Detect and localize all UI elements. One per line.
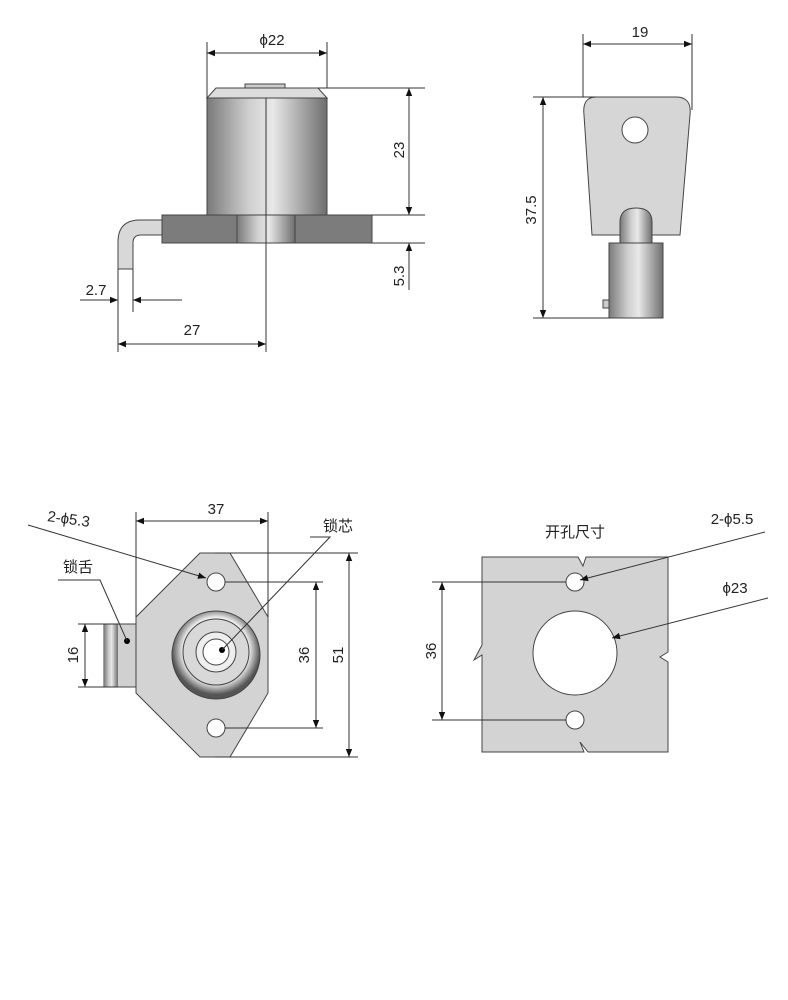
cutout-holes-leader: [579, 531, 766, 582]
key-cylinder: [608, 242, 664, 319]
dim-diameter-label: ϕ22: [259, 32, 284, 49]
key-hole: [621, 116, 649, 144]
core-label: 锁芯: [323, 518, 353, 535]
dim-plate-width-label: 37: [208, 501, 225, 518]
dim-key-height-label: 37.5: [523, 195, 540, 224]
center-hole-label: ϕ23: [722, 580, 747, 597]
side-view: ϕ22 23 5.3 2.7 27: [80, 32, 425, 352]
dim-tongue-thickness-label: 2.7: [86, 282, 107, 299]
holes-label: 2-ϕ5.3: [46, 508, 91, 531]
cutout-hole-bottom: [565, 710, 585, 730]
center-hole-leader: [611, 597, 769, 640]
dim-plate-height-label: 51: [330, 647, 347, 664]
cylinder-button: [244, 83, 286, 89]
cutout-center-hole: [532, 610, 618, 696]
dim-cutout-spacing-label: 36: [423, 643, 440, 660]
dim-flange-label: 5.3: [391, 266, 408, 287]
mount-hole-bottom: [206, 718, 226, 738]
dim-height-label: 23: [391, 142, 408, 159]
dim-tongue-width-label: 16: [65, 647, 82, 664]
cylinder-cap: [205, 87, 329, 99]
cutout-view: 36 开孔尺寸 2-ϕ5.5 ϕ23: [423, 511, 769, 753]
cutout-title: 开孔尺寸: [545, 524, 605, 541]
dim-key-width-label: 19: [632, 24, 649, 41]
dim-hole-spacing-label: 36: [296, 647, 313, 664]
front-view: 37 51 36 16 2-ϕ5.3 锁芯 锁舌: [27, 501, 358, 758]
cutout-hole-top: [565, 572, 585, 592]
tongue-label: 锁舌: [63, 559, 93, 576]
cutout-holes-label: 2-ϕ5.5: [711, 511, 754, 528]
tongue-leader: [58, 579, 128, 642]
dim-offset-label: 27: [184, 322, 201, 339]
lock-tongue-side: [117, 219, 163, 270]
key-tip: [619, 207, 653, 244]
core-leader: [221, 536, 332, 651]
mount-hole-top: [206, 572, 226, 592]
key-head: [583, 96, 691, 236]
lock-cylinder: [206, 97, 328, 216]
key-view: 19 37.5: [523, 24, 693, 319]
holes-leader: [27, 524, 207, 579]
